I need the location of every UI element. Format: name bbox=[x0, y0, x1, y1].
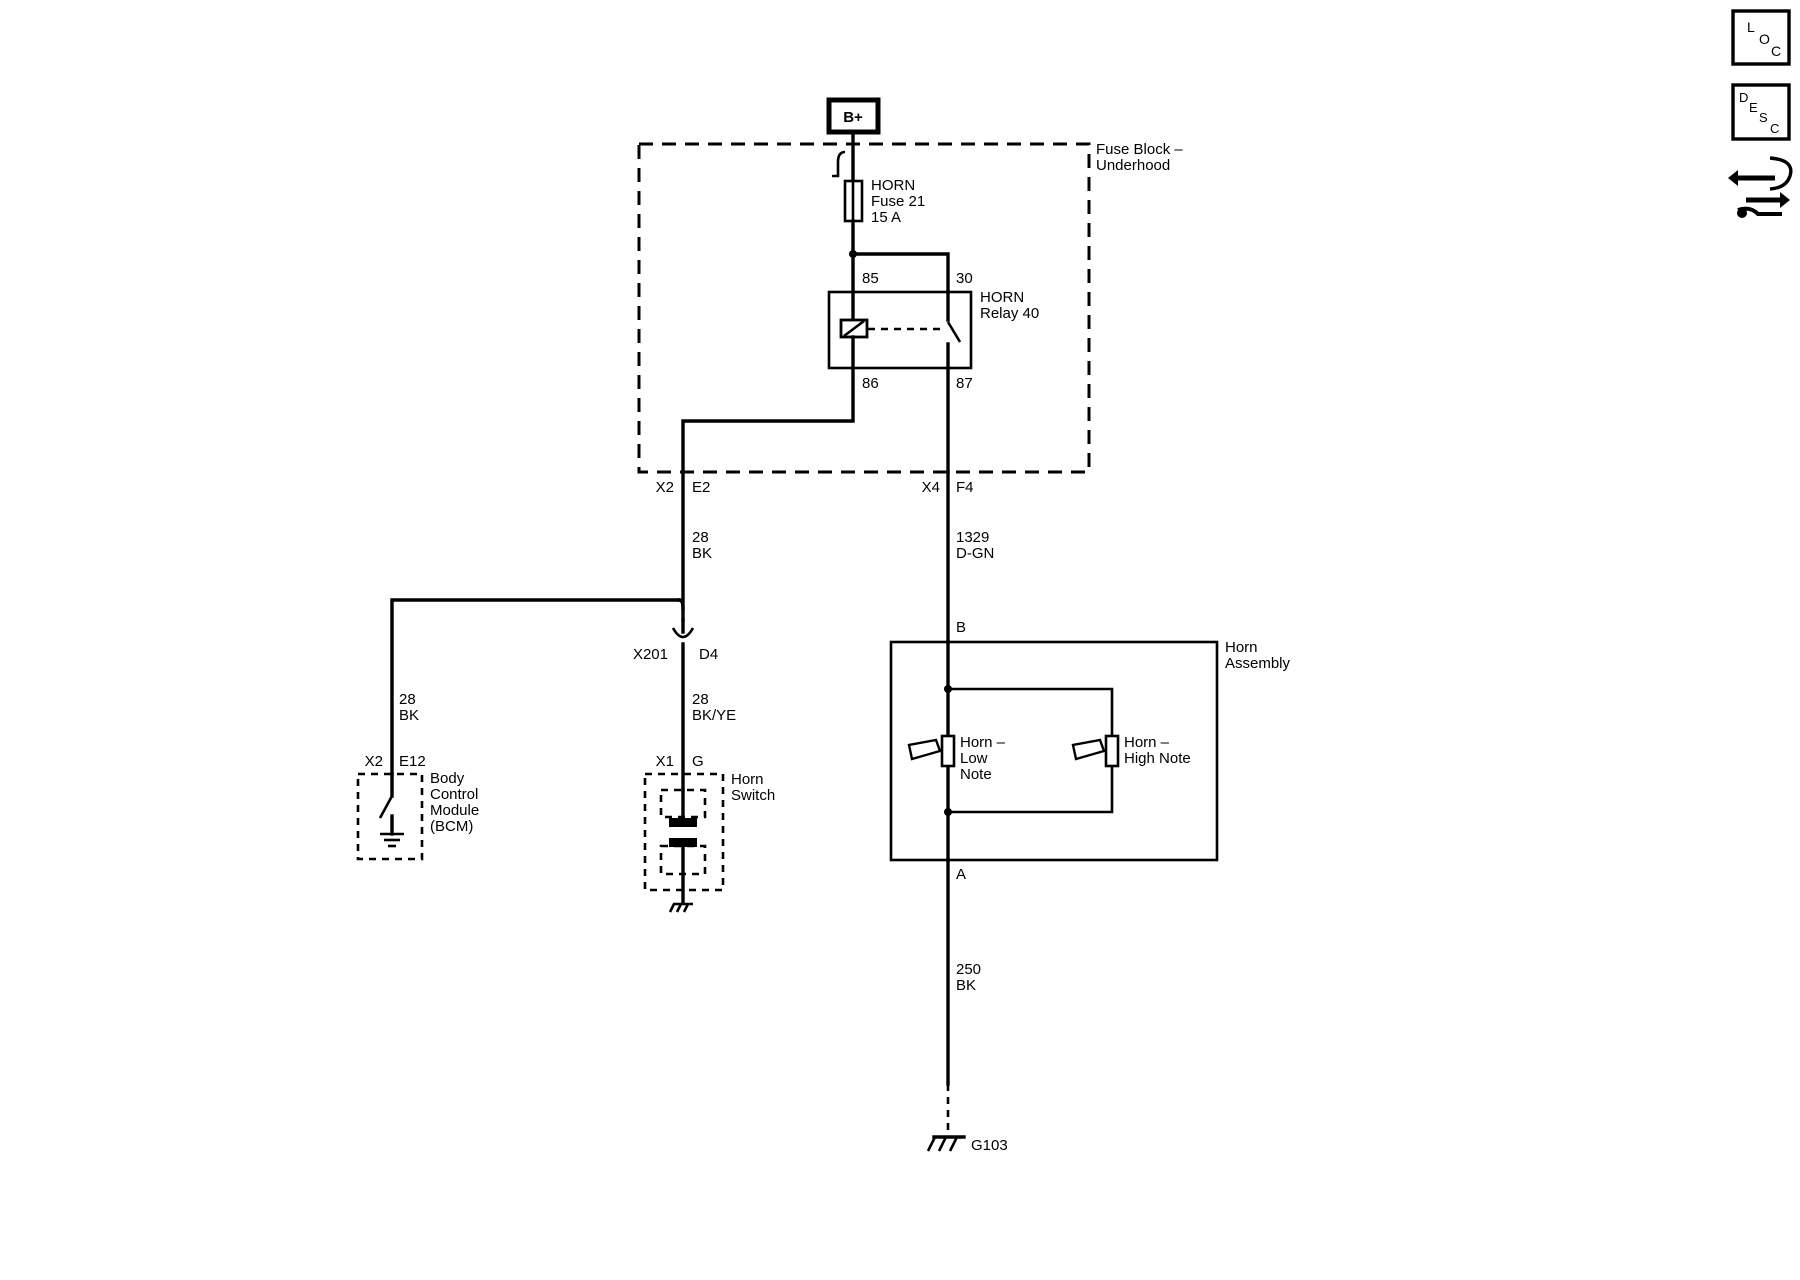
bcm-label-line3: Module bbox=[430, 802, 479, 819]
relay-coil bbox=[839, 290, 869, 370]
connector-e2: E2 bbox=[692, 479, 710, 496]
horn-low-label-line2: Low bbox=[960, 750, 988, 767]
fuse-block-enclosure bbox=[637, 142, 1091, 474]
wire-branch-to-bcm bbox=[390, 598, 681, 776]
loc-letter-o: O bbox=[1759, 31, 1770, 47]
wire-28-switch-circuit: 28 bbox=[692, 691, 709, 708]
horn-low-label-line3: Note bbox=[960, 766, 992, 783]
horn-assembly-pin-a: A bbox=[956, 866, 966, 883]
horn-switch-label-line2: Switch bbox=[731, 787, 775, 804]
desc-letter-s: S bbox=[1759, 110, 1768, 125]
ground-symbol-icon bbox=[926, 1135, 966, 1152]
connector-f4: F4 bbox=[956, 479, 974, 496]
loc-letter-l: L bbox=[1747, 19, 1755, 35]
bplus-label: B+ bbox=[843, 109, 863, 126]
loc-letter-c: C bbox=[1771, 43, 1781, 59]
bcm-enclosure bbox=[356, 772, 424, 861]
horn-low-note-icon bbox=[907, 734, 956, 768]
fuse-label-line2: Fuse 21 bbox=[871, 193, 925, 210]
horn-switch-enclosure bbox=[643, 772, 725, 892]
relay-label-line1: HORN bbox=[980, 289, 1024, 306]
fuse-output-wiring bbox=[849, 219, 950, 294]
horn-low-label-line1: Horn – bbox=[960, 734, 1006, 751]
loc-button[interactable]: L O C bbox=[1731, 9, 1791, 66]
connector-x4: X4 bbox=[922, 479, 940, 496]
branch-corner bbox=[677, 598, 685, 610]
relay-pin-87: 87 bbox=[956, 375, 973, 392]
wire-28-bcm-circuit: 28 bbox=[399, 691, 416, 708]
fuse-label-line1: HORN bbox=[871, 177, 915, 194]
horn-assembly-pin-b: B bbox=[956, 619, 966, 636]
wire-1329-color: D-GN bbox=[956, 545, 994, 562]
horn-assembly-label-line2: Assembly bbox=[1225, 655, 1291, 672]
bcm-switch-to-ground bbox=[378, 772, 404, 848]
horn-high-note-icon bbox=[1071, 734, 1120, 768]
desc-button[interactable]: D E S C bbox=[1731, 83, 1791, 141]
bcm-label-line4: (BCM) bbox=[430, 818, 473, 835]
wire-28-upper-circuit: 28 bbox=[692, 529, 709, 546]
horn-high-label-line2: High Note bbox=[1124, 750, 1191, 767]
relay-pin-86: 86 bbox=[862, 375, 879, 392]
connector-d4: D4 bbox=[699, 646, 718, 663]
wire-pin86-to-x2 bbox=[681, 366, 855, 474]
wire-250-circuit: 250 bbox=[956, 961, 981, 978]
desc-letter-c: C bbox=[1770, 121, 1779, 136]
relay-pin-30: 30 bbox=[956, 270, 973, 287]
horn-assembly-label-line1: Horn bbox=[1225, 639, 1258, 656]
horn-switch-contacts bbox=[659, 788, 707, 913]
connector-g: G bbox=[692, 753, 704, 770]
fuse-label-line3: 15 A bbox=[871, 209, 901, 226]
bcm-label-line1: Body bbox=[430, 770, 465, 787]
desc-letter-d: D bbox=[1739, 90, 1748, 105]
connector-x1: X1 bbox=[656, 753, 674, 770]
horn-switch-label-line1: Horn bbox=[731, 771, 764, 788]
battery-positive-terminal: B+ bbox=[826, 97, 881, 135]
relay-pin-85: 85 bbox=[862, 270, 879, 287]
horn-fuse bbox=[843, 179, 864, 223]
connector-e12: E12 bbox=[399, 753, 426, 770]
desc-letter-e: E bbox=[1749, 100, 1758, 115]
fuse-block-label-line1: Fuse Block – bbox=[1096, 141, 1183, 158]
connector-x201: X201 bbox=[633, 646, 668, 663]
connector-tool-icon[interactable] bbox=[1728, 156, 1793, 218]
connector-x2-bcm: X2 bbox=[365, 753, 383, 770]
wire-28-upper-color: BK bbox=[692, 545, 712, 562]
fuse-block-label-line2: Underhood bbox=[1096, 157, 1170, 174]
horn-internal-wiring bbox=[944, 640, 1114, 862]
connector-x201-symbol bbox=[671, 618, 695, 639]
horn-assembly-enclosure bbox=[889, 640, 1219, 862]
relay-switch bbox=[946, 290, 962, 370]
ground-g103-label: G103 bbox=[971, 1137, 1008, 1154]
relay-label-line2: Relay 40 bbox=[980, 305, 1039, 322]
wire-28-bcm-color: BK bbox=[399, 707, 419, 724]
bcm-label-line2: Control bbox=[430, 786, 478, 803]
wire-1329-circuit: 1329 bbox=[956, 529, 989, 546]
fuse-connector-symbol bbox=[832, 130, 855, 182]
horn-relay-body bbox=[827, 290, 973, 370]
horn-high-label-line1: Horn – bbox=[1124, 734, 1170, 751]
wire-28-switch-color: BK/YE bbox=[692, 707, 736, 724]
wire-250-color: BK bbox=[956, 977, 976, 994]
connector-x2-fuseblock: X2 bbox=[656, 479, 674, 496]
